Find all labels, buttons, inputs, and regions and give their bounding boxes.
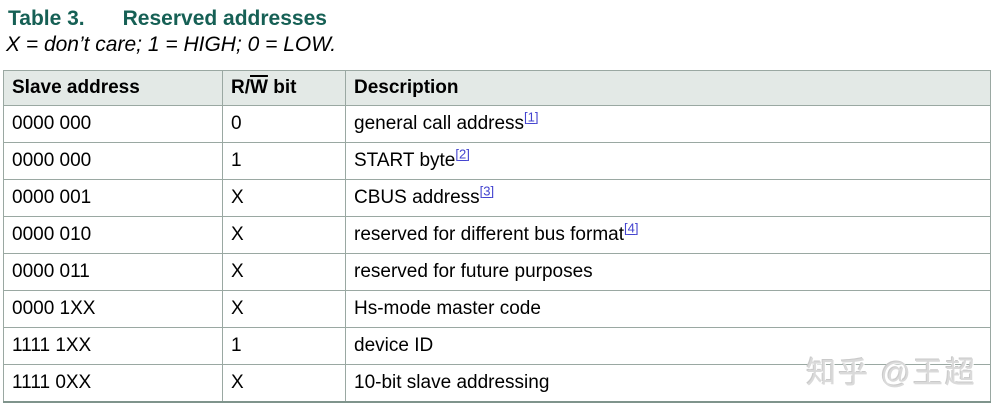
table-caption-title: Reserved addresses xyxy=(122,7,327,30)
table-legend: X = don’t care; 1 = HIGH; 0 = LOW. xyxy=(6,33,337,56)
description-text: device ID xyxy=(354,335,434,356)
header-rw-bit: R/W bit xyxy=(222,70,346,106)
cell-rw-bit: 1 xyxy=(222,142,346,180)
description-text: general call address xyxy=(354,113,525,134)
cell-rw-bit: X xyxy=(222,290,346,328)
cell-slave-address: 0000 011 xyxy=(3,253,223,291)
cell-rw-bit: 0 xyxy=(222,105,346,143)
rw-pre: R/ xyxy=(231,77,250,98)
table-caption: Table 3. Reserved addresses xyxy=(8,7,327,31)
cell-slave-address: 0000 1XX xyxy=(3,290,223,328)
cell-description: 10-bit slave addressing xyxy=(345,364,991,403)
reserved-addresses-table: Slave address R/W bit Description 0000 0… xyxy=(3,70,991,403)
cell-rw-bit: X xyxy=(222,253,346,291)
header-description: Description xyxy=(345,70,991,106)
cell-rw-bit: 1 xyxy=(222,327,346,365)
description-text: CBUS address xyxy=(354,187,480,208)
description-text: reserved for future purposes xyxy=(354,261,593,282)
cell-description: reserved for future purposes xyxy=(345,253,991,291)
description-text: 10-bit slave addressing xyxy=(354,372,550,393)
cell-slave-address: 1111 0XX xyxy=(3,364,223,403)
cell-slave-address: 0000 010 xyxy=(3,216,223,254)
description-text: reserved for different bus format xyxy=(354,224,624,245)
cell-description: Hs-mode master code xyxy=(345,290,991,328)
header-row: Slave address R/W bit Description xyxy=(3,70,991,106)
description-text: Hs-mode master code xyxy=(354,298,541,319)
cell-description: device ID xyxy=(345,327,991,365)
rw-post: bit xyxy=(267,77,297,98)
table-caption-label: Table 3. xyxy=(8,7,85,30)
cell-rw-bit: X xyxy=(222,179,346,217)
cell-description: general call address[1] xyxy=(345,105,991,143)
footnote-link[interactable]: [1] xyxy=(524,109,539,125)
cell-description: START byte[2] xyxy=(345,142,991,180)
rw-overline-w: W xyxy=(250,77,268,98)
cell-slave-address: 0000 001 xyxy=(3,179,223,217)
cell-rw-bit: X xyxy=(222,364,346,403)
cell-description: CBUS address[3] xyxy=(345,179,991,217)
footnote-link[interactable]: [2] xyxy=(455,146,470,162)
description-text: START byte xyxy=(354,150,456,171)
header-slave-address: Slave address xyxy=(3,70,223,106)
cell-description: reserved for different bus format[4] xyxy=(345,216,991,254)
footnote-link[interactable]: [3] xyxy=(479,183,495,199)
cell-slave-address: 0000 000 xyxy=(3,105,223,143)
cell-slave-address: 1111 1XX xyxy=(3,327,223,365)
cell-rw-bit: X xyxy=(222,216,346,254)
footnote-link[interactable]: [4] xyxy=(624,220,639,236)
cell-slave-address: 0000 000 xyxy=(3,142,223,180)
